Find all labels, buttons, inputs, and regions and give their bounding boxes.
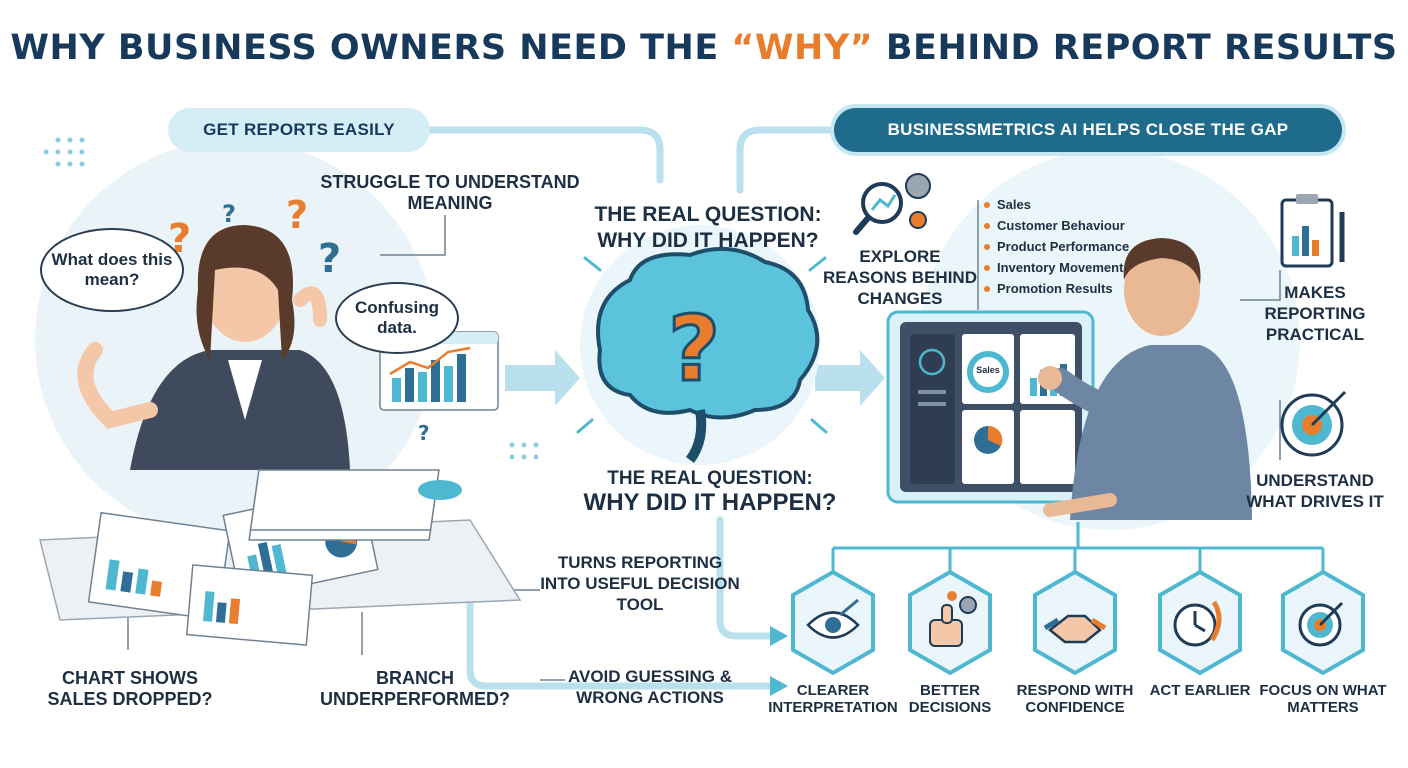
title-highlight: “WHY” bbox=[731, 28, 874, 68]
real-question-bottom-line2: WHY DID IT HAPPEN? bbox=[583, 489, 837, 516]
svg-text:?: ? bbox=[318, 236, 341, 282]
bullet-item: Product Performance bbox=[984, 236, 1129, 257]
brain-illustration: ? bbox=[576, 225, 828, 465]
svg-text:?: ? bbox=[668, 297, 720, 402]
businessmetrics-pill: BUSINESSMETRICS AI HELPS CLOSE THE GAP bbox=[834, 108, 1342, 152]
target-icon-bottom bbox=[1298, 601, 1344, 647]
makes-reporting-label: MAKES REPORTING PRACTICAL bbox=[1264, 283, 1366, 344]
dashboard-sales-label: Sales bbox=[976, 365, 1000, 375]
reason-bullet-list: Sales Customer Behaviour Product Perform… bbox=[984, 194, 1129, 299]
clipboard-chart-icon bbox=[1280, 194, 1345, 268]
magnifier-gear-icon bbox=[853, 173, 931, 235]
handshake-icon bbox=[1043, 614, 1107, 644]
benefit-act-earlier: ACT EARLIER bbox=[1149, 682, 1251, 699]
speech-bubble-what-does: What does this mean? bbox=[40, 228, 184, 312]
arrowhead-1 bbox=[770, 626, 788, 646]
avoid-guessing-label: AVOID GUESSING & WRONG ACTIONS bbox=[567, 667, 733, 707]
get-reports-pill: GET REPORTS EASILY bbox=[168, 108, 430, 152]
chart-shows-label: CHART SHOWS SALES DROPPED? bbox=[47, 668, 213, 709]
question-marks: ? ? ? ? ? bbox=[168, 193, 430, 445]
smiling-man-figure bbox=[1038, 238, 1252, 520]
connector-left-top bbox=[426, 126, 664, 184]
svg-text:?: ? bbox=[418, 421, 430, 445]
connector-right-top bbox=[736, 126, 836, 194]
branch-label: BRANCH UNDERPERFORMED? bbox=[319, 668, 510, 709]
understand-drives-label: UNDERSTAND WHAT DRIVES IT bbox=[1246, 471, 1384, 511]
desk-with-reports bbox=[39, 469, 522, 646]
svg-text:?: ? bbox=[286, 193, 308, 237]
confused-woman-figure bbox=[77, 225, 350, 470]
connector-center-down bbox=[716, 516, 774, 640]
title-before: WHY BUSINESS OWNERS NEED THE bbox=[10, 28, 732, 68]
speech-bubble-confusing: Confusing data. bbox=[335, 282, 459, 354]
callout-makes bbox=[1240, 270, 1281, 301]
struggle-label: STRUGGLE TO UNDERSTAND MEANING bbox=[320, 172, 580, 213]
connector-left-down bbox=[466, 566, 774, 690]
benefit-clearer-interpretation: CLEARER INTERPRETATION bbox=[768, 682, 898, 716]
callout-struggle bbox=[380, 215, 446, 256]
benefit-focus-matters: FOCUS ON WHAT MATTERS bbox=[1259, 682, 1387, 716]
explore-reasons-label: EXPLORE REASONS BEHIND CHANGES bbox=[823, 247, 977, 308]
bullet-item: Customer Behaviour bbox=[984, 215, 1129, 236]
arrow-to-brain bbox=[505, 350, 580, 406]
arrowhead-2 bbox=[770, 676, 788, 696]
benefit-better-decisions: BETTER DECISIONS bbox=[908, 682, 992, 716]
benefit-respond-confidence: RESPOND WITH CONFIDENCE bbox=[1016, 682, 1134, 716]
title-after: BEHIND REPORT RESULTS bbox=[873, 28, 1398, 68]
bullet-item: Sales bbox=[984, 194, 1129, 215]
paper-stack bbox=[248, 469, 462, 541]
eye-arrow-icon bbox=[806, 598, 860, 639]
bullet-item: Inventory Movement bbox=[984, 257, 1129, 278]
svg-text:?: ? bbox=[222, 200, 236, 228]
turns-reporting-label: TURNS REPORTING INTO USEFUL DECISION TOO… bbox=[540, 553, 740, 614]
target-icon-right bbox=[1280, 390, 1347, 457]
clock-arrow-icon bbox=[1173, 600, 1222, 647]
real-question-top: THE REAL QUESTION: WHY DID IT HAPPEN? bbox=[594, 203, 822, 252]
dashboard-screen bbox=[886, 310, 1095, 504]
real-question-bottom-line1: THE REAL QUESTION: bbox=[607, 468, 813, 489]
arrow-to-dashboard bbox=[815, 350, 885, 406]
page-title: WHY BUSINESS OWNERS NEED THE “WHY” BEHIN… bbox=[0, 28, 1408, 68]
bullet-item: Promotion Results bbox=[984, 278, 1129, 299]
thumbs-up-gear-icon bbox=[929, 591, 977, 647]
